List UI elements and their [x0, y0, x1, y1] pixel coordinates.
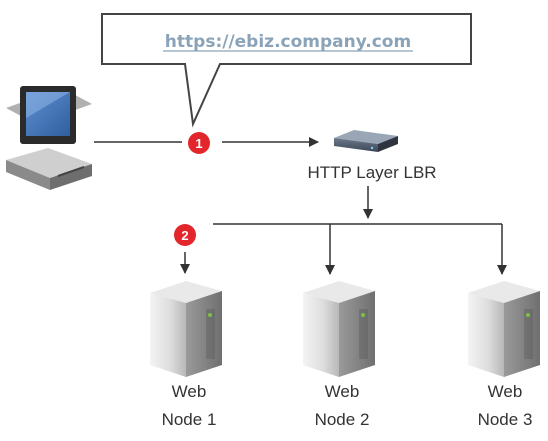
- node-1-label-line1: Web: [172, 382, 207, 401]
- step-2-badge: 2: [174, 224, 196, 246]
- node-3-label-line2: Node 3: [478, 410, 533, 429]
- server-icon: [150, 281, 222, 377]
- url-callout: https://ebiz.company.com: [101, 13, 472, 128]
- server-icon: [303, 281, 375, 377]
- desktop-computer-icon: [6, 86, 92, 190]
- load-balancer-icon: [334, 130, 398, 152]
- svg-text:1: 1: [195, 136, 202, 151]
- callout-url: https://ebiz.company.com: [165, 32, 411, 52]
- node-3-label-line1: Web: [488, 382, 523, 401]
- svg-text:2: 2: [181, 228, 188, 243]
- step-1-badge: 1: [188, 132, 210, 154]
- lbr-label: HTTP Layer LBR: [307, 163, 436, 182]
- node-2-label-line1: Web: [325, 382, 360, 401]
- server-icon: [468, 281, 540, 377]
- node-1-label-line2: Node 1: [162, 410, 217, 429]
- node-2-label-line2: Node 2: [315, 410, 370, 429]
